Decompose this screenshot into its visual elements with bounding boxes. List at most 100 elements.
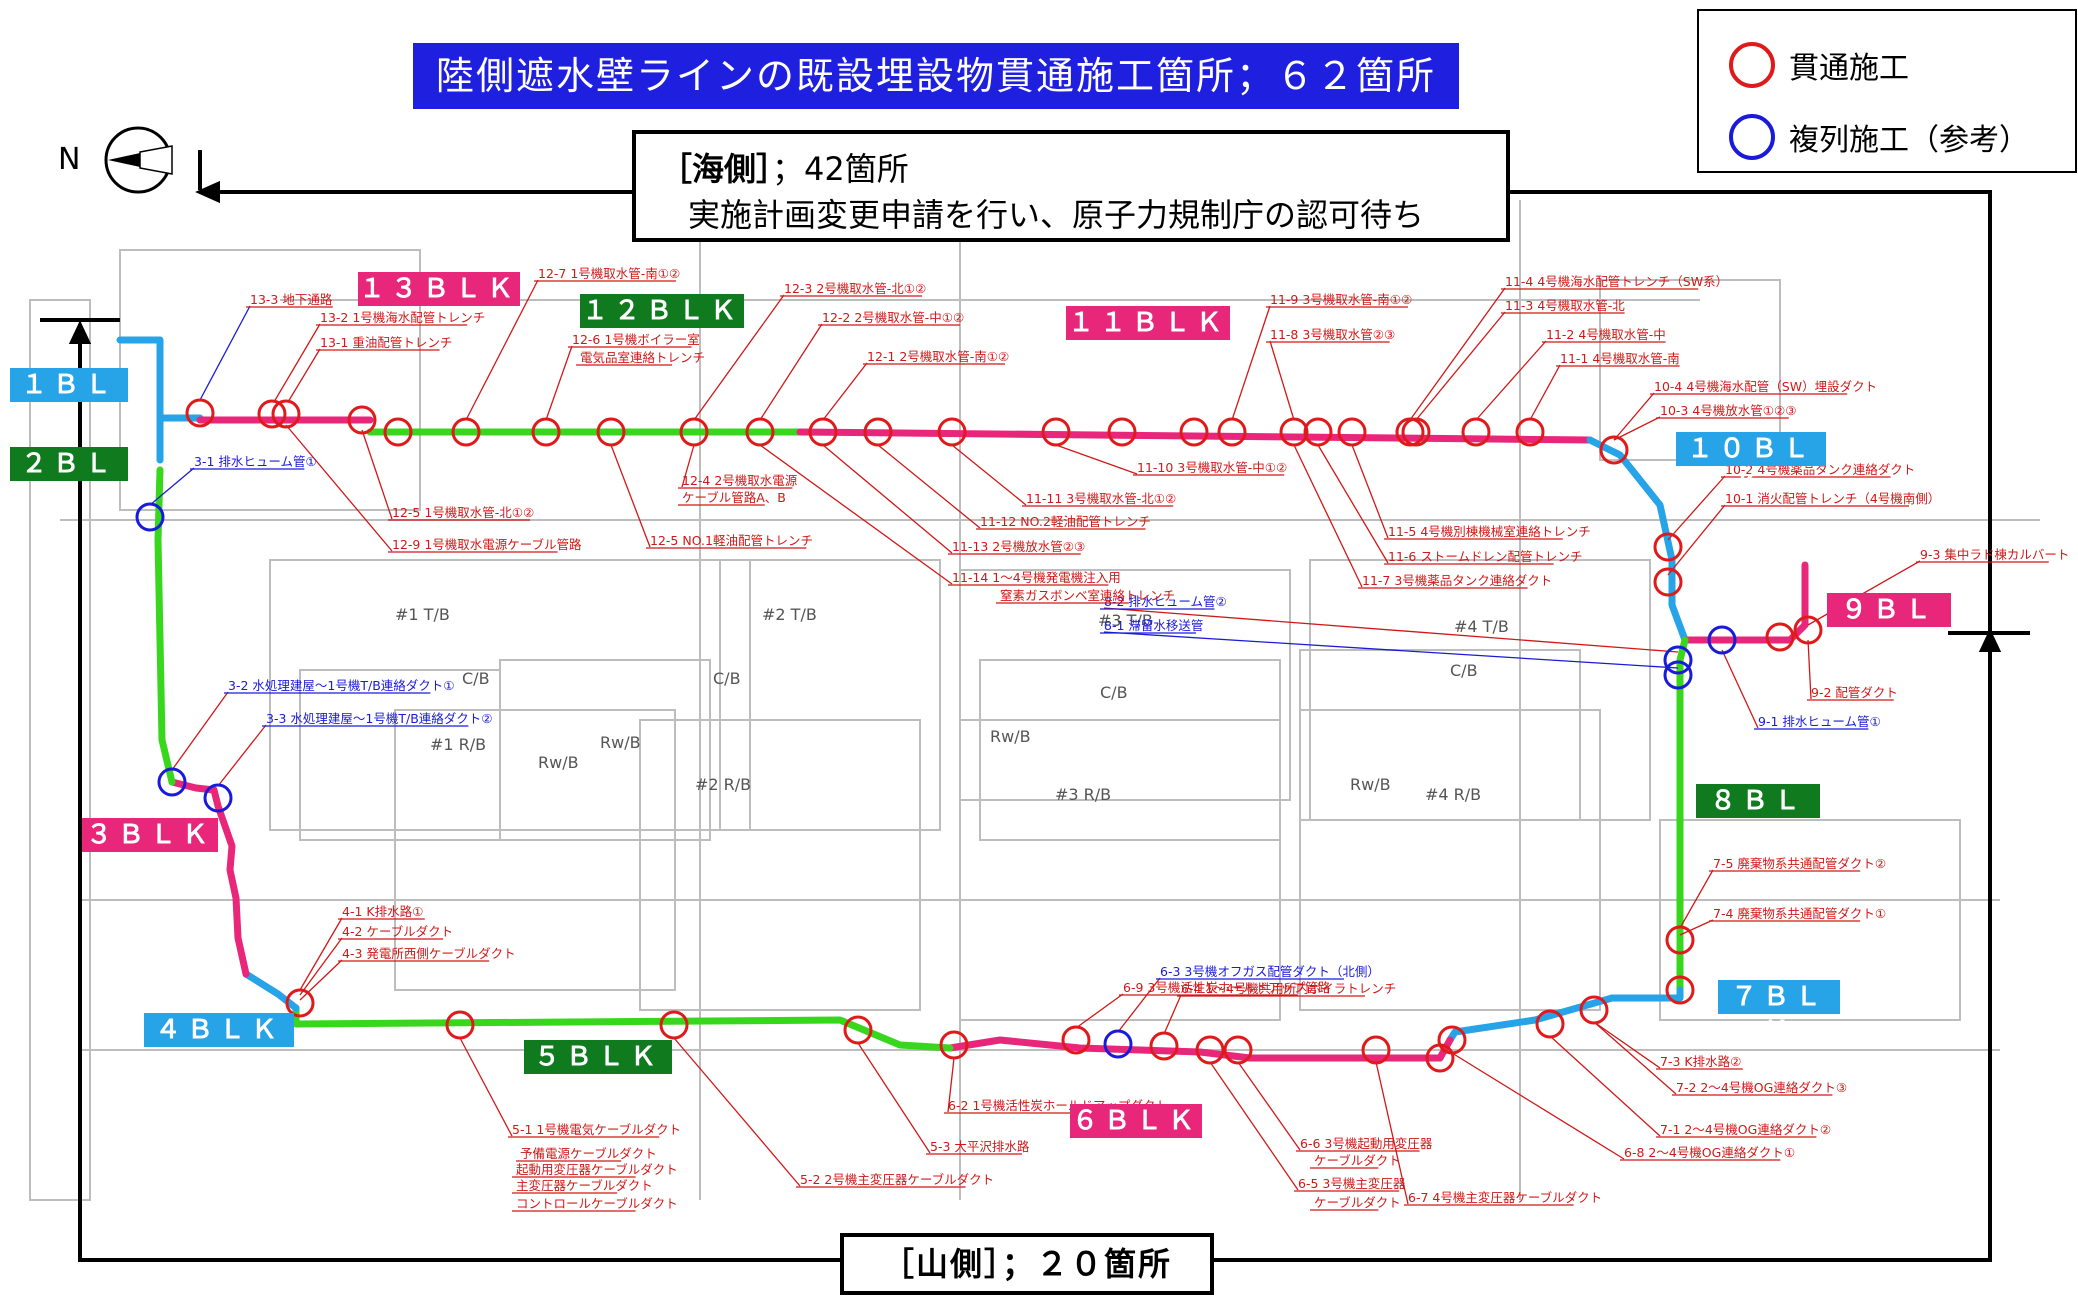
penetration-ring [1599,435,1629,465]
penetration-ring [531,417,561,447]
crossing-label: 13-2 1号機海水配管トレンチ [320,310,485,325]
crossing-label: 11-2 4号機取水管-中 [1546,327,1666,342]
frame-arrowhead [68,320,92,344]
building-label-tb: #2 T/B [762,605,817,624]
crossing-label: 8-1 滞留水移送管 [1104,618,1203,633]
crossing-label: 5-1 1号機電気ケーブルダクト [512,1122,681,1137]
leader-line [610,444,651,548]
wall-line-segment [946,1036,1454,1062]
double-row-ring [1103,1029,1133,1059]
building-label-tb: #3 T/B [1098,611,1153,630]
crossing-label: 主変圧器ケーブルダクト [516,1178,653,1193]
leader-line [1475,340,1547,421]
double-row-ring [1663,660,1693,690]
crossing-label: 窒素ガスボンベ室連絡トレンチ [1000,588,1175,603]
leader-line [1237,1061,1301,1151]
sea-side-heading: ［海側］；42箇所 [660,144,909,190]
wall-line-segment [1681,561,1809,644]
leader-line [1549,1035,1661,1137]
penetration-ring [451,417,481,447]
sea-side-note: 実施計画変更申請を行い、原子力規制庁の認可待ち [688,196,1425,234]
crossing-label: 11-12 NO.2軽油配管トレンチ [980,514,1151,529]
red-ring-icon [1729,42,1775,88]
crossing-label: 予備電源ケーブルダクト [520,1146,657,1161]
penetration-ring [596,417,626,447]
legend-item-double-row: 複列施工（参考） [1729,109,2029,165]
crossing-label: 起動用変圧器ケーブルダクト [516,1162,678,1177]
leader-line [1103,607,1679,653]
bg-block-2 [719,559,941,831]
leader-line [1593,1021,1661,1069]
sea-side-callout: ［海側］；42箇所 実施計画変更申請を行い、原子力規制庁の認可待ち [632,130,1510,242]
frame-arrowhead [1978,628,2002,652]
leader-line [1317,444,1389,564]
penetration-ring [843,1015,873,1045]
block-label-9: ９ＢＬＫ [1827,593,1951,659]
leader-line [361,429,393,520]
bg-west-road [29,299,91,1201]
leader-lines [149,279,1921,1205]
crossing-label: 12-7 1号機取水管-南①② [538,266,680,281]
boundary-frame [40,150,2030,1262]
leader-line [693,294,785,421]
block-label-3: ３ＢＬＫ [82,818,218,852]
wall-line-segment [116,336,204,422]
crossing-label: 4-3 発電所西側ケーブルダクト [342,946,516,961]
crossing-label: 10-3 4号機放水管①②③ [1660,403,1796,418]
crossing-label: 12-5 1号機取水管-北①② [392,505,534,520]
penetration-ring [1179,417,1209,447]
penetration-ring [679,417,709,447]
wall-line-segment [796,428,1594,444]
legend-label: 貫通施工 [1789,51,1909,86]
legend-item-penetration: 貫通施工 [1729,37,1909,93]
crossing-label: 10-4 4号機海水配管（SW）埋設ダクト [1654,379,1877,394]
crossing-label: 5-2 2号機主変圧器ケーブルダクト [800,1172,994,1187]
crossing-label: 11-7 3号機薬品タンク連絡ダクト [1362,573,1552,588]
penetration-ring [271,399,301,429]
bg-cb-3 [979,659,1281,841]
bg-rb-1 [394,709,676,991]
leader-line [857,1042,931,1154]
leader-line [951,444,1027,506]
crossing-label: 11-1 4号機取水管-南 [1560,351,1680,366]
leader-line [217,724,267,787]
crossing-label: 12-9 1号機取水電源ケーブル管路 [392,537,582,552]
crossing-label: 12-4 2号機取水電源 [682,473,798,488]
penetration-ring [1579,995,1609,1025]
penetration-ring [659,1010,689,1040]
leader-line [1451,1052,1625,1160]
penetration-ring [1665,975,1695,1005]
penetration-ring [1041,417,1071,447]
penetration-ring [937,417,967,447]
leader-line [1269,340,1295,421]
crossing-label: 11-10 3号機取水管-中①② [1137,460,1287,475]
crossing-label: 7-3 K排水路② [1660,1054,1741,1069]
leader-line [1721,649,1759,729]
block-label-10: １０ＢＬＫ [1676,432,1826,498]
leader-line [1415,311,1506,421]
crossing-label: 6-4 1～4号機共用所内ボイラトレンチ [1181,981,1396,996]
crossing-label: 11-11 3号機取水管-北①② [1026,491,1176,506]
leader-line [1231,305,1271,421]
leader-line [1679,869,1714,929]
building-label-cb: C/B [1100,683,1128,702]
crossing-label: ケーブルダクト [1314,1153,1401,1168]
penetration-ring [445,1010,475,1040]
penetration-ring [285,988,315,1018]
penetration-ring [1217,417,1247,447]
leader-line [681,444,695,488]
leader-line [1117,977,1161,1033]
penetration-ring [1515,417,1545,447]
crossing-label: 12-3 2号機取水管-北①② [784,281,926,296]
penetration-ring [185,398,215,428]
block-label-7: ７ＢＬＫ [1718,980,1840,1046]
crossing-label: 10-1 消火配管トレンチ（4号機南側） [1725,491,1940,506]
crossing-label: 11-6 ストームドレン配管トレンチ [1388,549,1582,564]
bg-cb-1 [299,669,501,841]
penetration-ring [1061,1025,1091,1055]
block-label-12: １２ＢＬＫ [580,294,744,328]
leader-line [287,348,321,403]
block-label-4: ４ＢＬＫ [144,1013,294,1047]
